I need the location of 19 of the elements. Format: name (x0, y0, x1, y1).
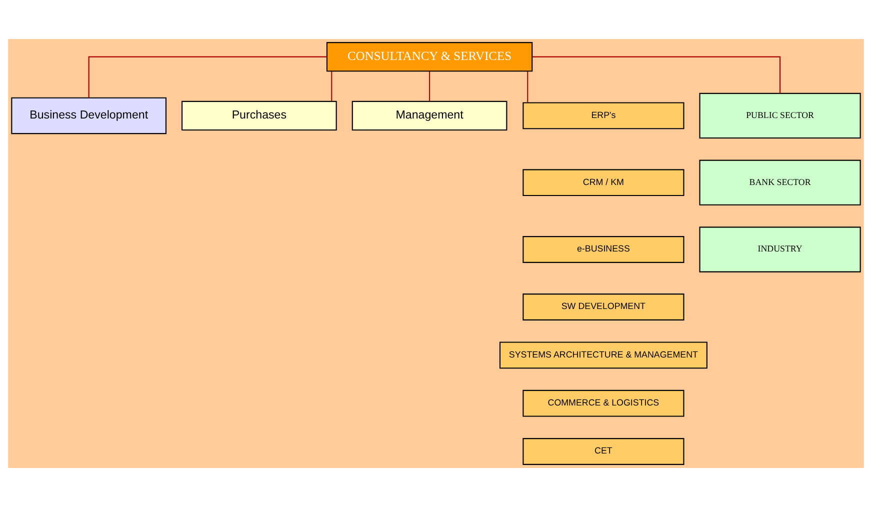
node-box: CONSULTANCY & SERVICES (326, 42, 533, 72)
node-box: PUBLIC SECTOR (699, 92, 861, 138)
connector (532, 56, 781, 93)
node-box: Purchases (182, 100, 337, 130)
node-box: CRM / KM (522, 168, 684, 196)
node-box: e-BUSINESS (522, 236, 684, 262)
node-box: Business Development (11, 96, 167, 134)
connector (331, 70, 332, 101)
node-box: COMMERCE & LOGISTICS (522, 389, 684, 416)
node-box: SYSTEMS ARCHITECTURE & MANAGEMENT (499, 341, 708, 368)
node-box: SW DEVELOPMENT (522, 293, 684, 320)
connector (429, 70, 430, 101)
node-box: CET (522, 438, 684, 464)
node-box: ERP's (522, 102, 684, 129)
node-box: Management (352, 100, 508, 130)
connector (88, 56, 327, 98)
connector (527, 70, 528, 102)
node-box: INDUSTRY (699, 226, 861, 272)
node-box: BANK SECTOR (699, 159, 861, 205)
